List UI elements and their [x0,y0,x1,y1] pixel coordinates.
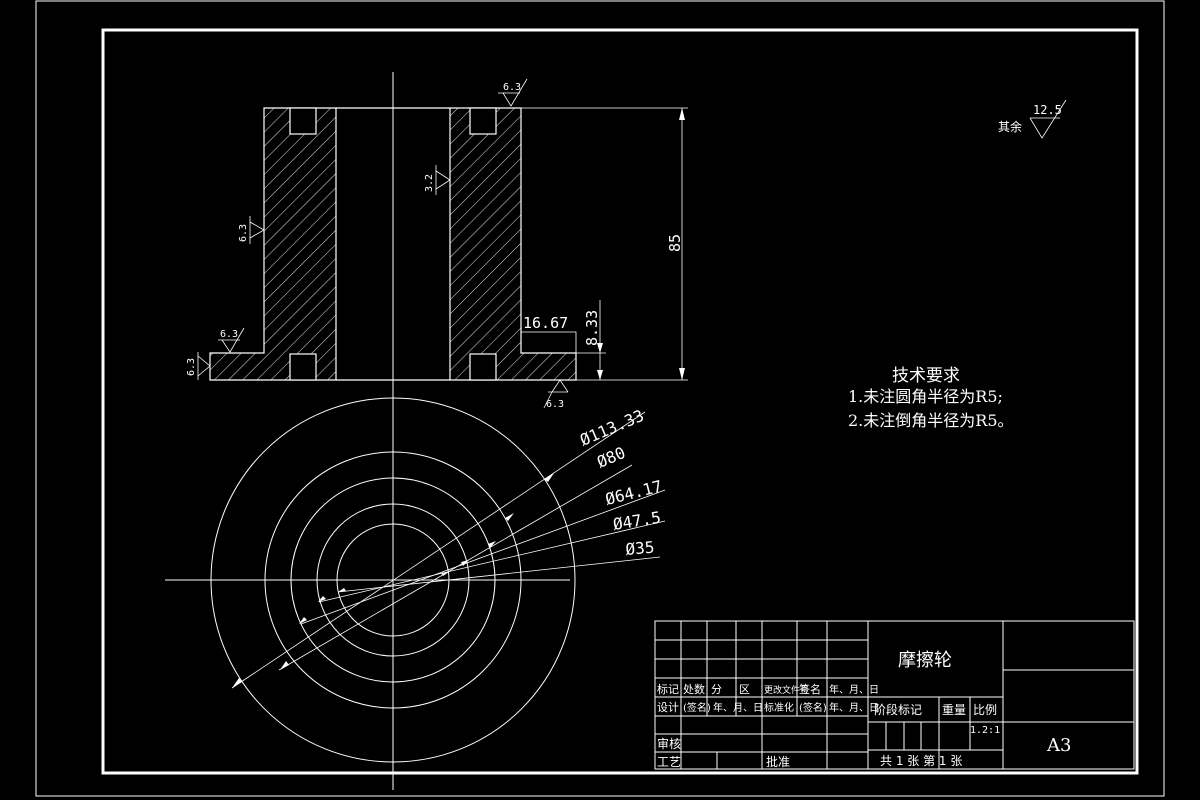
dimension-height: 85 [666,234,684,252]
tb-sheet-size: A3 [1046,735,1071,756]
tb-design: 设计 [657,701,679,714]
top-view [165,397,666,763]
title-block [654,620,1135,770]
right-wall-section [449,107,577,381]
roughness-general-caption: 其余 [998,119,1022,134]
diameter-label-4: Ø47.5 [612,508,663,534]
slot-top-left [289,107,317,135]
tb-header-date: 年、月、日 [829,683,879,696]
dimension-flange-width: 16.67 [523,314,568,332]
tb-scale-label: 比例 [973,703,997,717]
tb-header-file: 更改文件号 [764,684,809,696]
roughness-symbol-bore [435,170,451,190]
roughness-symbol-top [502,78,528,107]
roughness-flange-side-label: 6.3 [186,358,197,376]
tb-standard-date: 年、月、日 [829,701,879,714]
tb-header-sign: 签名 [799,682,821,696]
tech-req-title: 技术要求 [892,366,960,386]
tech-req-item-1: 1.未注圆角半径为R5; [848,387,1003,406]
diameter-label-2: Ø80 [594,443,628,472]
slot-bottom-left [289,353,317,381]
section-view [197,72,1067,790]
tb-design-date: 年、月、日 [713,701,763,714]
tb-stage-mark: 阶段标记 [874,702,922,717]
tb-weight: 重量 [942,703,966,717]
tb-standard-sign: (签名) [799,701,827,714]
tb-scale-value: 1.2:1 [970,725,1000,736]
roughness-bore-label: 3.2 [424,174,435,192]
roughness-symbol-flange-side [197,355,211,377]
part-name: 摩擦轮 [898,650,952,671]
tb-review: 审核 [657,736,681,751]
slot-bottom-right [469,353,497,381]
tb-header-fen: 分 [711,683,722,696]
roughness-flange-top-label: 6.3 [220,329,238,340]
diameter-label-3: Ø64.17 [603,476,664,508]
roughness-top-label: 6.3 [503,82,521,93]
outer-border [35,0,1165,797]
tb-approve: 批准 [766,754,790,769]
roughness-outer-label: 6.3 [238,224,249,242]
tb-design-sign: (签名) [683,701,711,714]
diameter-label-5: Ø35 [625,538,655,559]
roughness-symbol-flange-top [221,327,245,353]
roughness-symbol-general [1029,99,1067,139]
inner-frame [101,28,1139,775]
slot-top-right [469,107,497,135]
roughness-general-value: 12.5 [1033,103,1062,117]
tb-header-qu: 区 [739,683,750,696]
dimension-flange-height: 8.33 [583,310,601,346]
roughness-symbol-outer [249,221,265,239]
roughness-bottom-label: 6.3 [546,399,564,410]
tb-header-count: 处数 [683,683,705,696]
roughness-symbol-bottom [551,379,569,393]
tb-process: 工艺 [657,755,681,769]
tb-header-mark: 标记 [657,682,679,696]
tb-standard: 标准化 [764,701,794,714]
tech-req-item-2: 2.未注倒角半径为R5。 [848,411,1014,430]
diameter-label-1: Ø113.33 [577,406,647,450]
tb-sheets: 共 1 张 第 1 张 [880,754,962,768]
